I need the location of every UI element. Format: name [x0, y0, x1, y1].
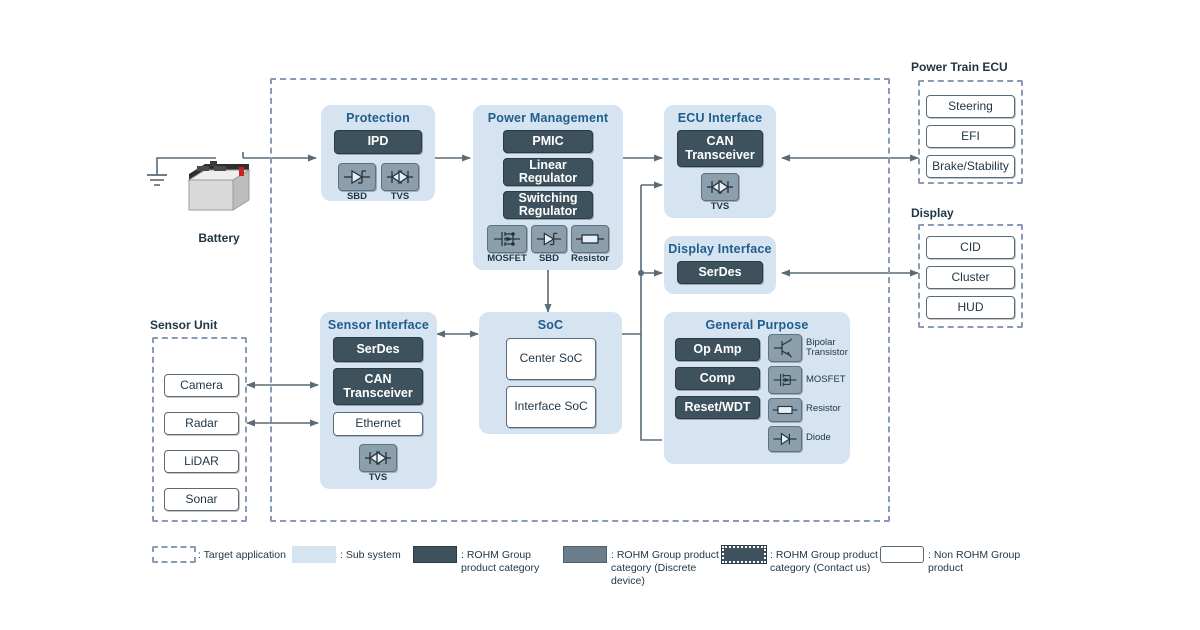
group-item-sonar[interactable]: Sonar	[164, 488, 239, 511]
mosfet-icon[interactable]	[768, 366, 802, 394]
discrete-label-bipolar-transistor: Bipolar Transistor	[806, 337, 848, 359]
block-display-interface-title: Display Interface	[668, 242, 772, 256]
schottky-diode-icon[interactable]	[531, 225, 567, 253]
group-sensor-unit	[152, 337, 247, 522]
legend-label-sub-system: : Sub system	[340, 549, 401, 561]
group-display	[918, 224, 1023, 328]
block-protection: Protection IPD SBD TVS	[321, 105, 435, 202]
resistor-icon[interactable]	[571, 225, 609, 253]
block-sensor-interface-title: Sensor Interface	[327, 318, 430, 332]
group-item-lidar[interactable]: LiDAR	[164, 450, 239, 473]
group-item-camera[interactable]: Camera	[164, 374, 239, 397]
block-display-interface: Display Interface SerDes	[664, 236, 776, 294]
tvs-diode-icon[interactable]	[359, 444, 397, 472]
product-pmic[interactable]: PMIC	[503, 130, 593, 153]
product-switching-regulator[interactable]: Switching Regulator	[503, 191, 593, 219]
product-op-amp[interactable]: Op Amp	[675, 338, 760, 361]
group-label-power-train-ecu: Power Train ECU	[911, 60, 1008, 74]
block-power-management: Power Management PMIC Linear Regulator S…	[473, 105, 623, 270]
product-ipd[interactable]: IPD	[334, 130, 422, 154]
discrete-label-mosfet: MOSFET	[487, 253, 527, 264]
discrete-label-resistor: Resistor	[806, 403, 841, 414]
group-power-train-ecu	[918, 80, 1023, 184]
resistor-icon[interactable]	[768, 398, 802, 422]
group-item-radar[interactable]: Radar	[164, 412, 239, 435]
block-general-purpose: General Purpose Op Amp Comp Reset/WDT Bi…	[664, 312, 850, 464]
product-serdes[interactable]: SerDes	[677, 261, 763, 284]
block-soc-title: SoC	[537, 318, 564, 332]
block-soc: SoC Center SoC Interface SoC	[479, 312, 622, 434]
battery-illustration	[183, 146, 255, 216]
discrete-label-tvs: TVS	[710, 201, 730, 212]
group-label-sensor-unit: Sensor Unit	[150, 318, 218, 332]
diode-icon[interactable]	[768, 426, 802, 452]
product-reset-wdt[interactable]: Reset/WDT	[675, 396, 760, 419]
legend-label-rohm-discrete: : ROHM Group product category (Discrete …	[611, 549, 719, 588]
schottky-diode-icon[interactable]	[338, 163, 376, 191]
legend-label-rohm-contact-us: : ROHM Group product category (Contact u…	[770, 549, 878, 575]
legend-label-rohm-product: : ROHM Group product category	[461, 549, 540, 575]
discrete-label-tvs: TVS	[390, 191, 410, 202]
group-item-steering[interactable]: Steering	[926, 95, 1015, 118]
product-can-transceiver[interactable]: CAN Transceiver	[677, 130, 763, 167]
bipolar-transistor-icon[interactable]	[768, 334, 802, 362]
group-item-cid[interactable]: CID	[926, 236, 1015, 259]
group-item-cluster[interactable]: Cluster	[926, 266, 1015, 289]
discrete-label-tvs: TVS	[368, 472, 388, 483]
mosfet-icon[interactable]	[487, 225, 527, 253]
block-ecu-interface-title: ECU Interface	[677, 111, 763, 125]
non-rohm-interface-soc[interactable]: Interface SoC	[506, 386, 596, 428]
legend-swatch-sub-system	[292, 546, 336, 563]
legend-swatch-target-application	[152, 546, 196, 563]
product-serdes[interactable]: SerDes	[333, 337, 423, 362]
legend-swatch-rohm-discrete	[563, 546, 607, 563]
group-item-efi[interactable]: EFI	[926, 125, 1015, 148]
product-can-transceiver[interactable]: CAN Transceiver	[333, 368, 423, 405]
product-linear-regulator[interactable]: Linear Regulator	[503, 158, 593, 186]
legend-swatch-rohm-contact-us	[721, 545, 767, 564]
discrete-label-diode: Diode	[806, 432, 831, 443]
legend-swatch-non-rohm	[880, 546, 924, 563]
product-comp[interactable]: Comp	[675, 367, 760, 390]
group-item-hud[interactable]: HUD	[926, 296, 1015, 319]
non-rohm-ethernet[interactable]: Ethernet	[333, 412, 423, 436]
legend-label-non-rohm: : Non ROHM Group product	[928, 549, 1021, 575]
discrete-label-resistor: Resistor	[570, 253, 609, 264]
discrete-label-mosfet: MOSFET	[806, 374, 846, 385]
discrete-label-sbd: SBD	[538, 253, 560, 264]
group-item-brake-stability[interactable]: Brake/Stability	[926, 155, 1015, 178]
block-general-purpose-title: General Purpose	[705, 318, 809, 332]
discrete-label-sbd: SBD	[346, 191, 368, 202]
block-ecu-interface: ECU Interface CAN Transceiver TVS	[664, 105, 776, 218]
block-power-management-title: Power Management	[487, 111, 609, 125]
target-application-boundary-main	[270, 78, 890, 522]
tvs-diode-icon[interactable]	[381, 163, 419, 191]
non-rohm-center-soc[interactable]: Center SoC	[506, 338, 596, 380]
battery-label: Battery	[198, 231, 240, 245]
group-label-display: Display	[911, 206, 954, 220]
legend-label-target-application: : Target application	[198, 549, 286, 561]
tvs-diode-icon[interactable]	[701, 173, 739, 201]
block-sensor-interface: Sensor Interface SerDes CAN Transceiver …	[320, 312, 437, 489]
legend-swatch-rohm-product	[413, 546, 457, 563]
block-protection-title: Protection	[346, 111, 410, 125]
